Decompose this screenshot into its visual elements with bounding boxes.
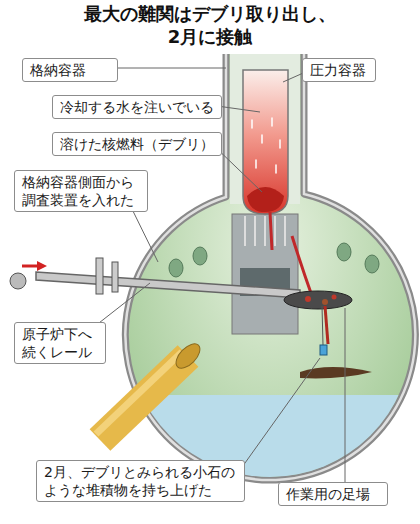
debris-drip [325,306,328,344]
probe-reel [10,273,26,289]
debris-spot [332,295,337,300]
callout-text: 2月、デブリとみられる小石のような堆積物を持ち上げた [44,463,237,499]
access-tube-highlight [96,352,182,434]
callout-box: 作業用の足場 [278,482,388,506]
callout-text: 格納容器 [30,61,110,79]
debris-spot [305,296,311,302]
work-platform [284,291,352,309]
water-drops [252,118,280,173]
isolation-plate [112,262,118,292]
wall-port [365,255,379,273]
callout-text: 溶けた核燃料（デブリ） [60,135,214,153]
callout-text: 冷却する水を注いでいる [60,98,214,116]
callout-box: 原子炉下へ続くレール [14,322,106,364]
title-text: 最大の難関はデブリ取り出し、2月に接触 [80,3,339,48]
callout-text: 圧力容器 [310,61,368,79]
callout-text: 格納容器側面から調査装置を入れた [22,173,140,209]
callout-text: 原子炉下へ続くレール [22,325,98,361]
debris [247,187,284,212]
fuel-rods [245,216,285,246]
callout-text: 作業用の足場 [286,485,380,503]
pedestal [232,214,298,334]
callout-box: 圧力容器 [302,58,376,82]
wall-port [169,259,183,277]
access-tube [100,356,188,440]
probe-tip [320,345,327,355]
floor-deposit [300,367,372,378]
rail [36,272,300,298]
callout-box: 格納容器 [22,58,118,82]
wall-port [337,243,351,261]
isolation-plate [96,258,103,294]
insert-arrow-head [37,261,47,271]
title-block: 最大の難関はデブリ取り出し、2月に接触 [0,3,420,48]
wall-port [193,247,207,265]
probe-cable [322,306,323,345]
access-tube-end [172,340,204,373]
insert-arrow [22,265,38,268]
pressure-vessel [243,70,288,214]
callout-box: 2月、デブリとみられる小石のような堆積物を持ち上げた [36,460,245,502]
debris-drip [270,212,312,296]
callout-box: 溶けた核燃料（デブリ） [52,132,222,156]
callout-box: 格納容器側面から調査装置を入れた [14,170,148,212]
callout-box: 冷却する水を注いでいる [52,95,222,119]
debris-spot [322,299,328,305]
